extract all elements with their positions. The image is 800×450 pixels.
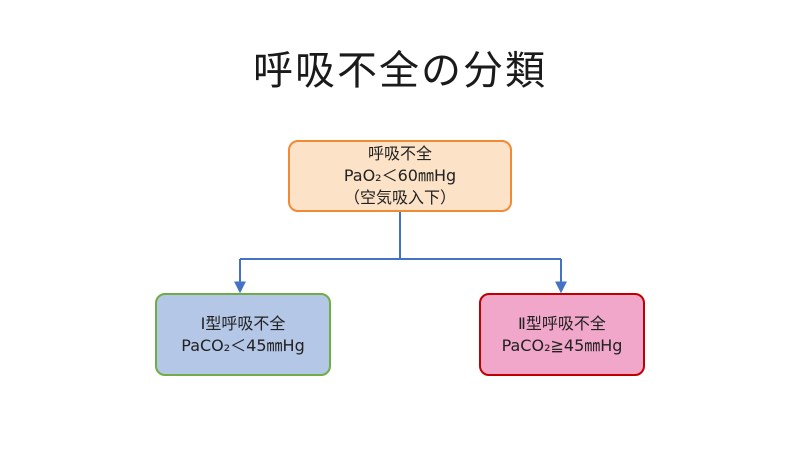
respiratory-failure-node: 呼吸不全 PaO₂＜60㎜Hg （空気吸入下）	[288, 140, 512, 212]
node-label: Ⅰ型呼吸不全	[200, 313, 286, 333]
slide-title: 呼吸不全の分類	[253, 48, 547, 94]
node-criterion: PaCO₂≧45㎜Hg	[501, 335, 623, 355]
node-criterion: PaO₂＜60㎜Hg	[343, 166, 457, 185]
type2-respiratory-failure-node: Ⅱ型呼吸不全 PaCO₂≧45㎜Hg	[479, 293, 645, 376]
type1-respiratory-failure-node: Ⅰ型呼吸不全 PaCO₂＜45㎜Hg	[155, 293, 331, 376]
node-criterion: PaCO₂＜45㎜Hg	[181, 335, 305, 355]
node-label: 呼吸不全	[367, 144, 432, 163]
node-label: Ⅱ型呼吸不全	[518, 313, 606, 333]
node-condition: （空気吸入下）	[343, 188, 456, 207]
